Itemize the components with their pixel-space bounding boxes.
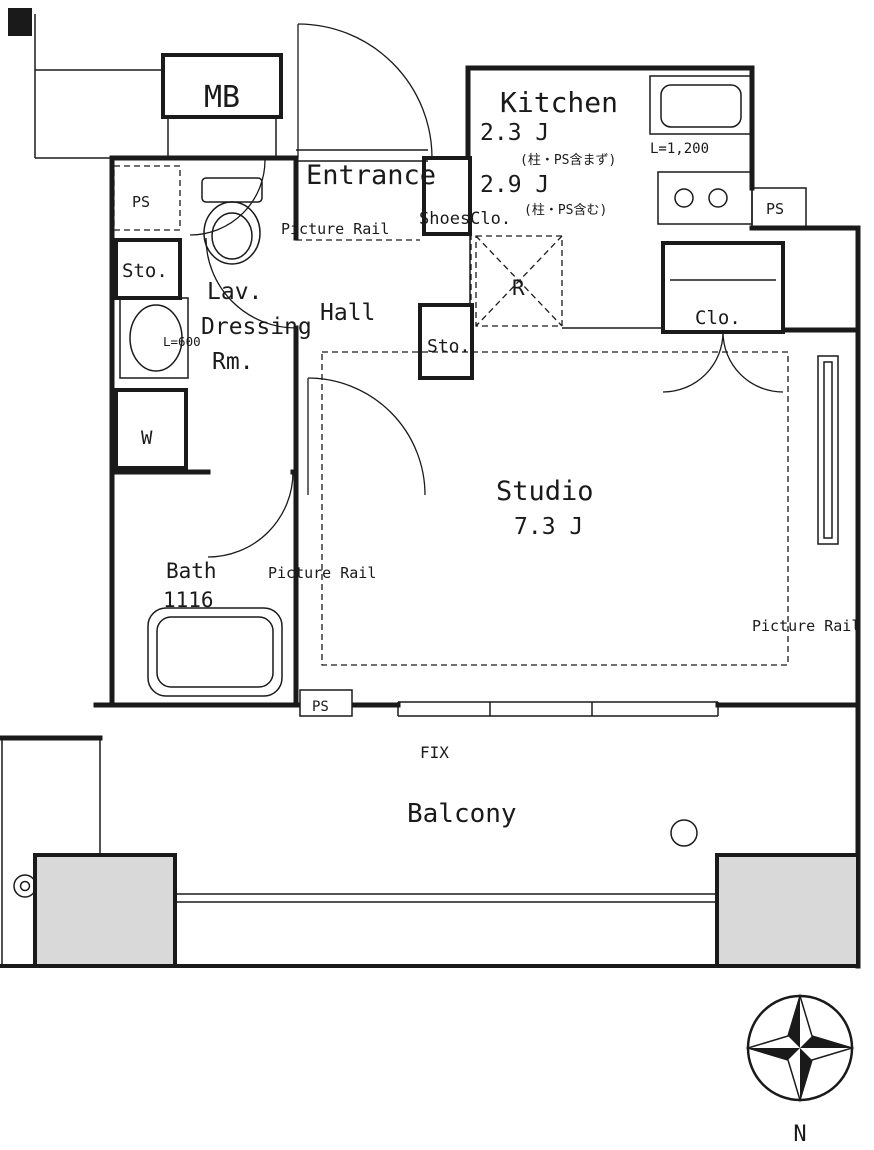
- storage-hall-label: Sto.: [427, 336, 470, 357]
- picture-rail-studio-label: Picture Rail: [752, 617, 860, 635]
- studio-door-arc: [307, 377, 426, 496]
- balcony-drain-icon: [670, 819, 698, 847]
- compass-rose: [745, 993, 855, 1103]
- entrance-door-arc: [297, 23, 433, 159]
- picture-rail-studio-rect: [321, 351, 789, 666]
- hall-label: Hall: [320, 300, 375, 326]
- bath-size-label: 1116: [163, 588, 214, 612]
- vanity-basin-icon: [119, 297, 189, 379]
- picture-rail-bath-label: Picture Rail: [268, 564, 376, 582]
- dressing-door-arc: [205, 237, 297, 329]
- dashed-lines: [113, 165, 789, 666]
- door-swings: [189, 23, 784, 558]
- kitchen-area-2-label: 2.9 J: [480, 172, 549, 198]
- vanity-length-label: L=600: [163, 334, 201, 349]
- ps-bottom-label: PS: [312, 699, 329, 715]
- corner-pillar: [8, 8, 32, 36]
- refrigerator-space: [475, 235, 563, 327]
- kitchen-sink-icon: [649, 75, 753, 135]
- closet-box: [661, 241, 785, 334]
- meter-box: [161, 53, 283, 119]
- storage-left-label: Sto.: [122, 260, 168, 282]
- lavatory-label: Lav.: [207, 279, 262, 305]
- studio-area-label: 7.3 J: [514, 514, 583, 540]
- fix-window-label: FIX: [420, 743, 449, 762]
- left-storage-box: [114, 238, 182, 300]
- ps-upper-left-box: [113, 165, 181, 231]
- stove-icon: [657, 171, 753, 225]
- hall-storage-box: [418, 303, 474, 380]
- bathtub-icon: [147, 607, 283, 697]
- picture-rail-entrance-label: Picture Rail: [281, 220, 389, 238]
- closet-folding-door-arcs: [662, 331, 784, 393]
- dressing-label-line1: Dressing: [201, 314, 312, 340]
- kitchen-label: Kitchen: [500, 86, 618, 119]
- washer-box: [114, 388, 188, 470]
- studio-label: Studio: [496, 476, 594, 507]
- bath-door-arc: [207, 471, 294, 558]
- lavatory-door-arc: [189, 159, 266, 236]
- shoes-closet-box: [422, 156, 472, 236]
- balcony-pillar-right: [715, 853, 860, 968]
- kitchen-area-1-note: (柱・PS含まず): [520, 152, 616, 168]
- shoes-closet-label: ShoesClo.: [419, 209, 511, 229]
- mb-label: MB: [204, 80, 240, 115]
- entrance-label: Entrance: [306, 160, 436, 191]
- ps-right-label: PS: [766, 200, 784, 218]
- refrigerator-label: R: [512, 276, 525, 300]
- washer-label: W: [141, 427, 153, 449]
- compass-north-label: N: [793, 1122, 806, 1147]
- wall-boxes: [33, 53, 860, 968]
- balcony-pipe-icon: [13, 874, 37, 898]
- kitchen-area-1-label: 2.3 J: [480, 120, 549, 146]
- sink-length-label: L=1,200: [650, 141, 709, 157]
- side-window-inner: [823, 361, 833, 539]
- balcony-pipe-icon-inner: [19, 880, 31, 892]
- balcony-pillar-left: [33, 853, 177, 968]
- fixtures: [13, 75, 753, 898]
- thin-lines: [1, 14, 839, 966]
- ps-upper-left-label: PS: [132, 193, 150, 211]
- toilet-icon: [201, 177, 263, 265]
- ps-bottom-box: [299, 689, 353, 717]
- kitchen-area-2-note: (柱・PS含む): [524, 202, 607, 218]
- balcony-label: Balcony: [407, 799, 517, 829]
- bath-label: Bath: [166, 559, 217, 583]
- side-window: [817, 355, 839, 545]
- dressing-label-line2: Rm.: [212, 349, 254, 375]
- closet-label: Clo.: [695, 307, 741, 329]
